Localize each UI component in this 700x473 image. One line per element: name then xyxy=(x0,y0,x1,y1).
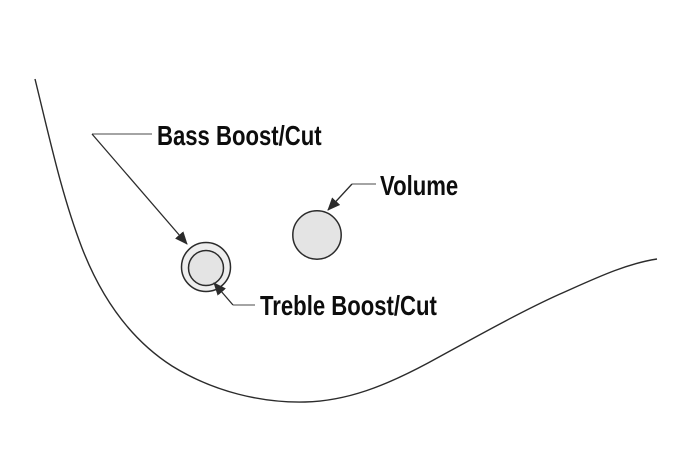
guitar-body-outline xyxy=(34,78,658,403)
volume-knob xyxy=(292,210,342,260)
volume-label: Volume xyxy=(380,171,458,202)
treble-arrow-line xyxy=(213,282,234,306)
bass-boost-cut-label: Bass Boost/Cut xyxy=(157,121,322,152)
bass-arrow-line xyxy=(91,133,188,245)
treble-boost-cut-label: Treble Boost/Cut xyxy=(260,291,437,322)
volume-arrow-line xyxy=(327,183,353,211)
stacked-eq-knob-inner-cap xyxy=(187,249,225,287)
